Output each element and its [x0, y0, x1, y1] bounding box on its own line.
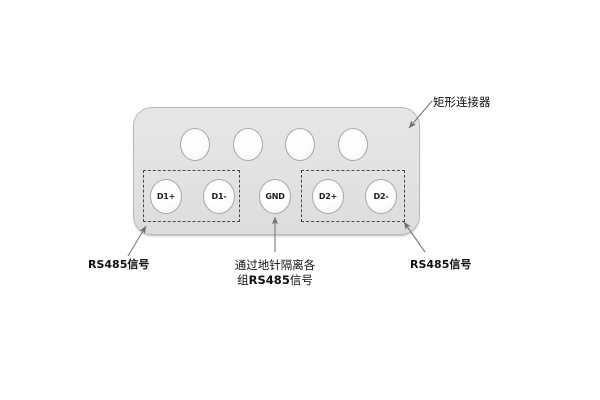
- gnd-callout-line2: 组RS485信号: [210, 273, 340, 288]
- pin-d2-minus-label: D2-: [373, 191, 389, 201]
- pin-d2-plus-label: D2+: [318, 191, 338, 201]
- top-pin-1: [180, 128, 210, 161]
- top-pin-4: [338, 128, 368, 161]
- pin-d1-plus-label: D1+: [156, 191, 176, 201]
- pin-d2-plus: D2+: [312, 179, 344, 214]
- pin-d1-minus: D1-: [203, 179, 235, 214]
- group-box-rs485-1: [143, 170, 240, 222]
- pin-d2-minus: D2-: [365, 179, 397, 214]
- top-pin-2: [233, 128, 263, 161]
- gnd-callout-line1: 通过地针隔离各: [234, 258, 316, 272]
- left-signal-callout-label: RS485信号: [88, 258, 150, 271]
- gnd-callout-line2-suffix: 信号: [289, 272, 313, 287]
- right-signal-callout-label: RS485信号: [410, 258, 472, 271]
- group-box-rs485-2: [301, 170, 405, 222]
- gnd-callout-label: 通过地针隔离各 组RS485信号: [210, 258, 340, 287]
- pin-d1-plus: D1+: [150, 179, 182, 214]
- pin-gnd-label: GND: [265, 191, 285, 201]
- connector-callout-label: 矩形连接器: [433, 95, 491, 109]
- top-pin-3: [285, 128, 315, 161]
- gnd-callout-line2-prefix: 组: [237, 272, 249, 287]
- pin-gnd: GND: [259, 179, 291, 214]
- pin-d1-minus-label: D1-: [211, 191, 227, 201]
- gnd-callout-line2-bold: RS485: [248, 272, 290, 287]
